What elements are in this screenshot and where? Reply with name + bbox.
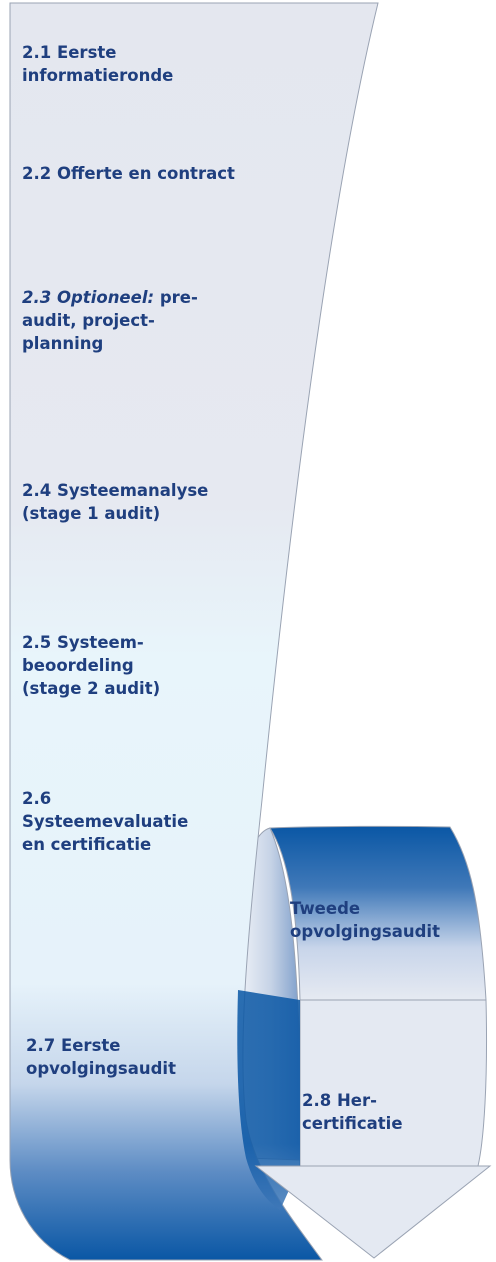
step-2-2-label: 2.2 Offerte en contract: [22, 162, 235, 185]
step-2-4-line2: (stage 1 audit): [22, 504, 161, 523]
down-arrow: [254, 1165, 492, 1259]
step-2-6-line3: en certificatie: [22, 835, 152, 854]
step-2-8-label: 2.8 Her- certificatie: [302, 1089, 403, 1135]
step-2-8-line2: certificatie: [302, 1114, 403, 1133]
step-2-3-optional-prefix: 2.3 Optioneel:: [22, 288, 155, 307]
loop-inner-strip: [237, 990, 300, 1210]
step-2-8-line1: 2.8 Her-: [302, 1091, 377, 1110]
step-2-5-line1: 2.5 Systeem-: [22, 633, 144, 652]
step-2-5-label: 2.5 Systeem- beoordeling (stage 2 audit): [22, 631, 160, 700]
main-band: [9, 2, 379, 1261]
loop-top-band: [269, 825, 487, 1001]
step-2-3-line1-rest: pre-: [154, 288, 198, 307]
step-2-4-label: 2.4 Systeemanalyse (stage 1 audit): [22, 479, 208, 525]
step-2-2-line1: 2.2 Offerte en contract: [22, 164, 235, 183]
step-2-3-line3: planning: [22, 334, 104, 353]
step-2-6-line1: 2.6: [22, 789, 52, 808]
step-2-7-line1: 2.7 Eerste: [26, 1036, 121, 1055]
step-2-4-line1: 2.4 Systeemanalyse: [22, 481, 209, 500]
step-2-1-label: 2.1 Eerste informatieronde: [22, 41, 173, 87]
step-2-3-line2: audit, project-: [22, 311, 155, 330]
step-2-3-label: 2.3 Optioneel: pre- audit, project- plan…: [22, 286, 198, 355]
step-2-5-line2: beoordeling: [22, 656, 134, 675]
tweede-line2: opvolgingsaudit: [290, 922, 440, 941]
step-2-5-line3: (stage 2 audit): [22, 679, 161, 698]
loop-right-band: [299, 999, 488, 1167]
step-2-6-label: 2.6 Systeemevaluatie en certificatie: [22, 787, 188, 856]
tweede-line1: Tweede: [290, 899, 361, 918]
step-2-6-line2: Systeemevaluatie: [22, 812, 189, 831]
step-2-7-line2: opvolgingsaudit: [26, 1059, 176, 1078]
step-2-1-line2: informatieronde: [22, 66, 174, 85]
tweede-opvolgingsaudit-label: Tweede opvolgingsaudit: [290, 897, 440, 943]
step-2-1-line1: 2.1 Eerste: [22, 43, 117, 62]
step-2-7-label: 2.7 Eerste opvolgingsaudit: [26, 1034, 176, 1080]
step-2-3-line1: 2.3 Optioneel: pre-: [22, 286, 198, 309]
